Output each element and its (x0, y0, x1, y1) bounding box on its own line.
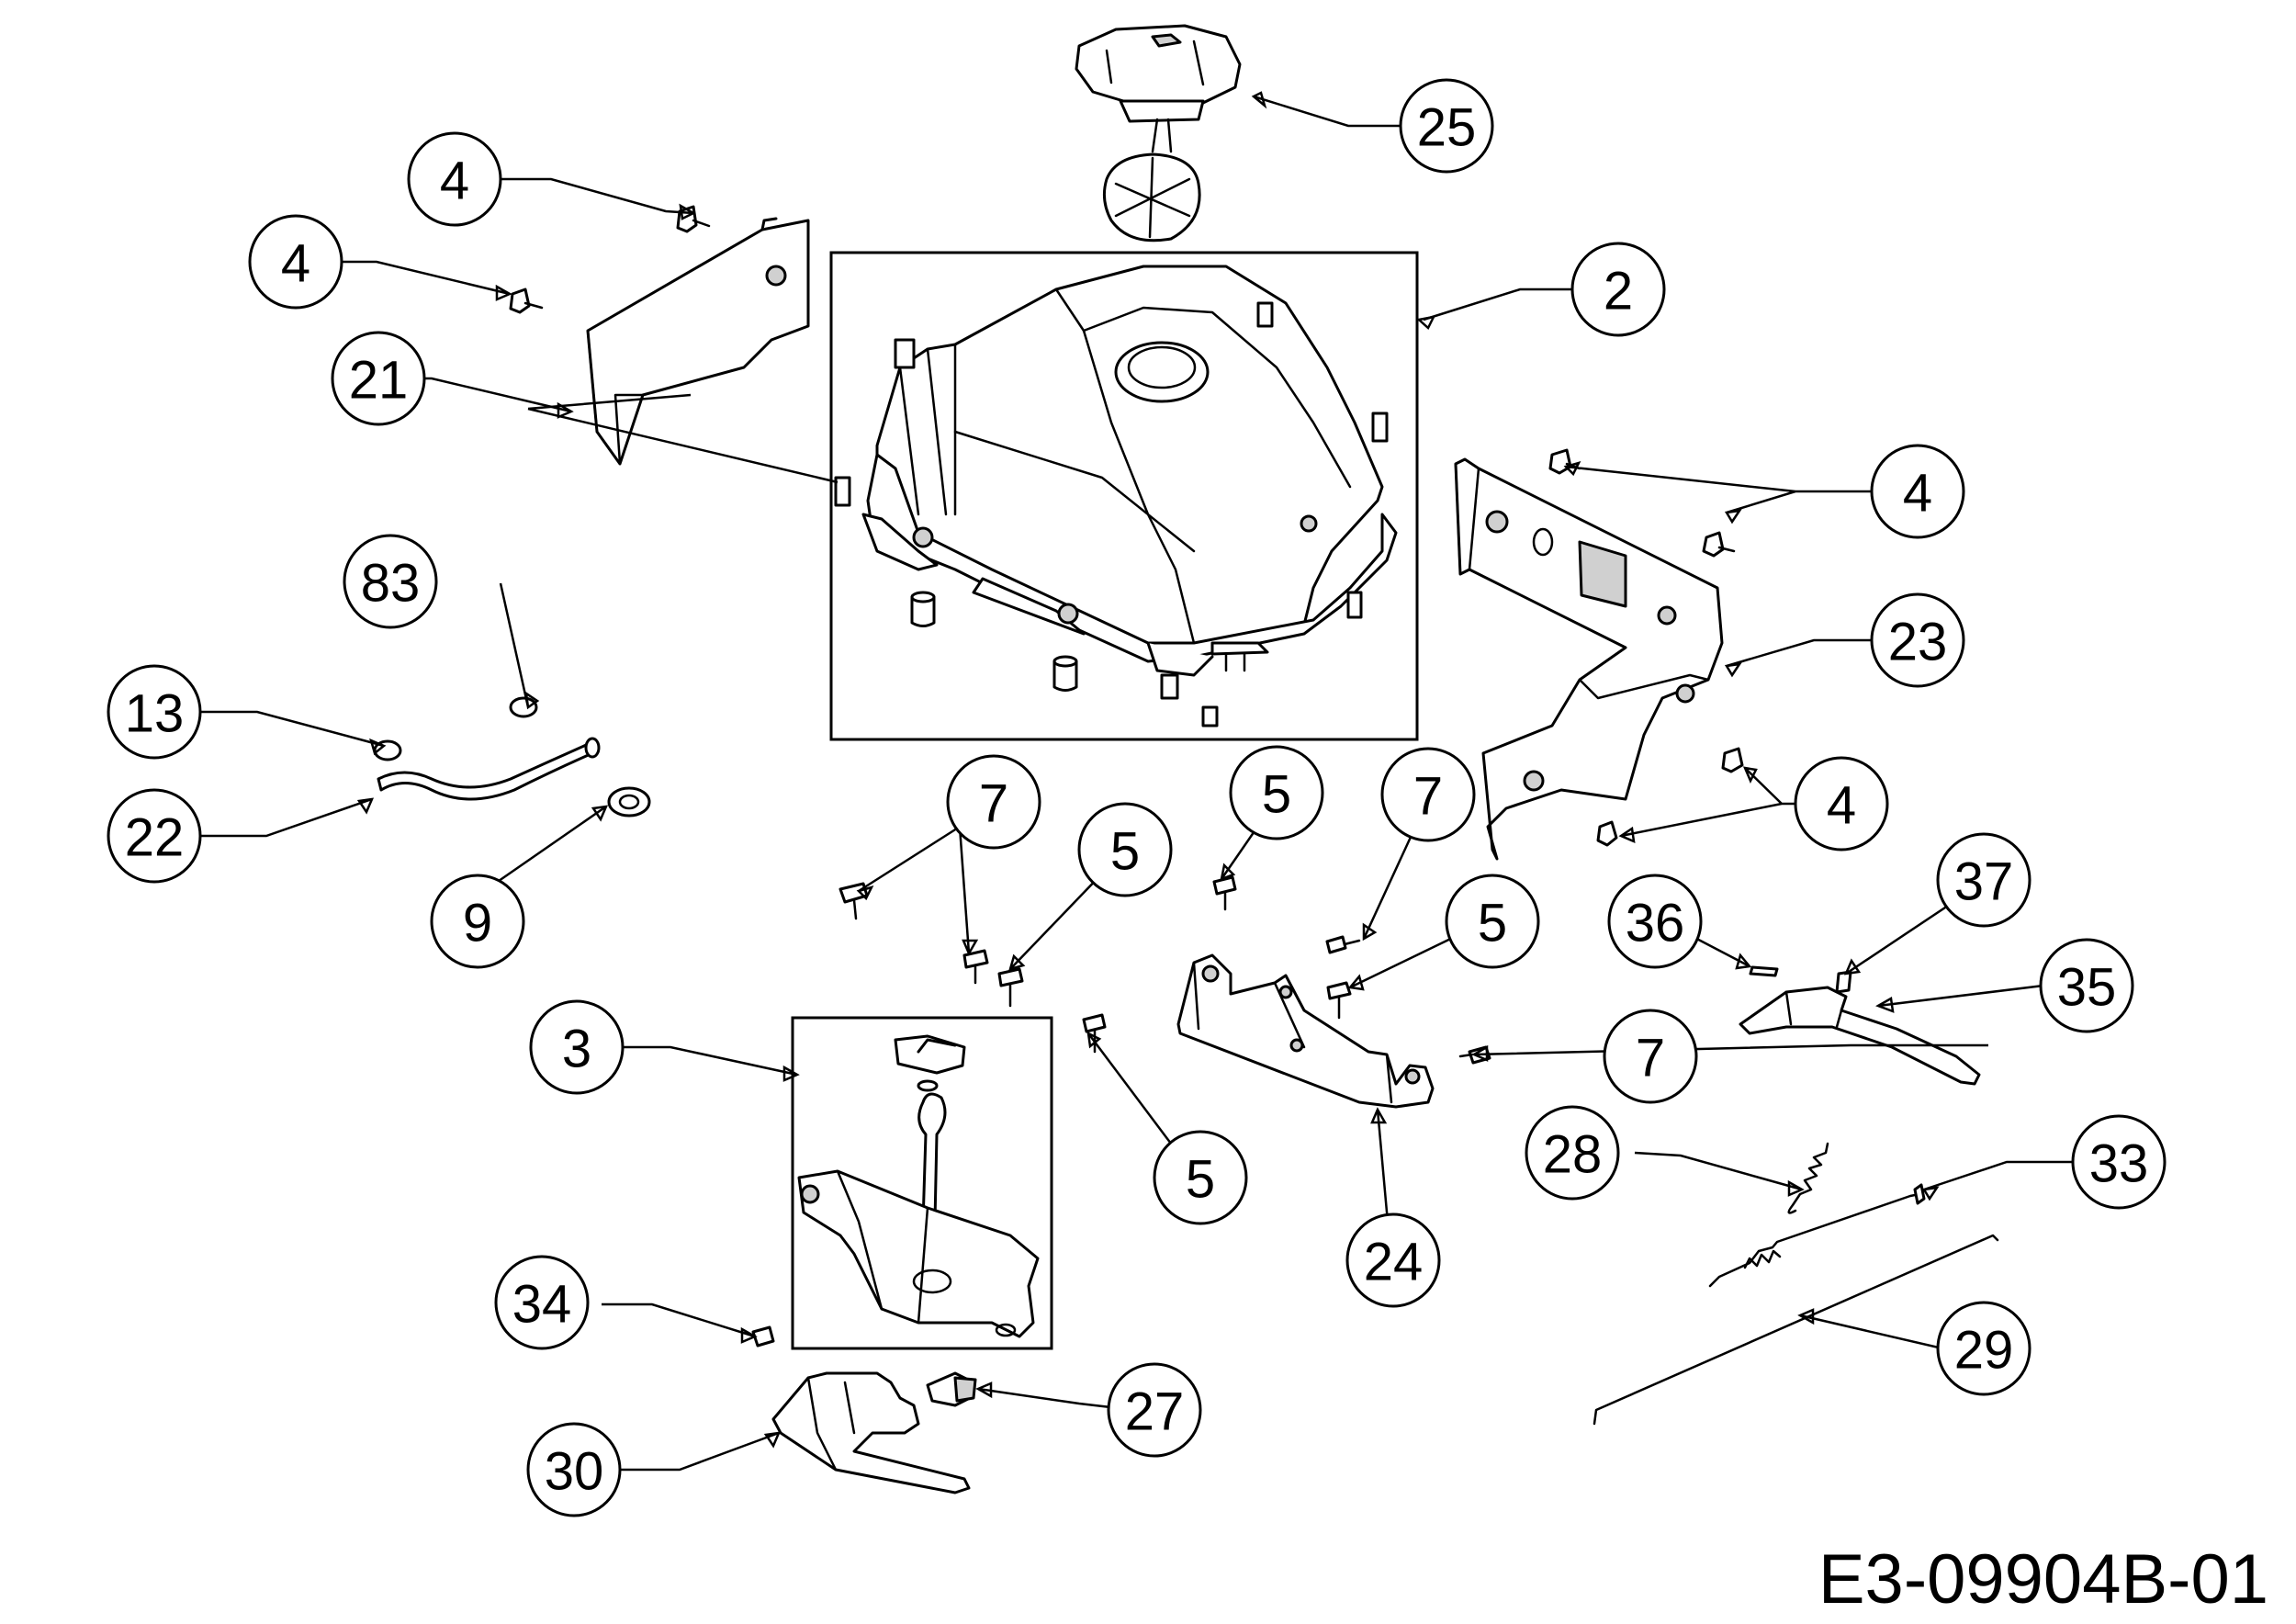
fuel-cap-drawing (1075, 24, 1242, 242)
callout-2: 2 (1570, 242, 1666, 337)
callout-7: 7 (946, 754, 1041, 850)
right-shield-drawing (1454, 457, 1724, 861)
svg-text:22: 22 (125, 808, 185, 868)
callout-22: 22 (107, 788, 202, 884)
callout-27: 27 (1107, 1362, 1202, 1458)
callout-5: 5 (1445, 874, 1540, 969)
callout-5: 5 (1077, 802, 1173, 897)
bracket-group-box (791, 1016, 1053, 1350)
callout-7: 7 (1380, 747, 1476, 842)
callout-23: 23 (1870, 592, 1965, 688)
callouts: 25 4 2 4 21 4 83 23 13 4 22 7 5 7 5 37 9… (107, 78, 2167, 1517)
svg-text:23: 23 (1888, 613, 1948, 672)
callout-4: 4 (248, 214, 343, 310)
svg-text:21: 21 (349, 351, 409, 411)
svg-text:4: 4 (1827, 776, 1856, 836)
callout-7: 7 (1603, 1009, 1698, 1104)
callout-36: 36 (1607, 874, 1703, 969)
callout-25: 25 (1399, 78, 1494, 174)
fuel-hose-drawing (377, 737, 601, 801)
svg-text:83: 83 (361, 554, 421, 614)
throttle-bracket-drawing (797, 1034, 1040, 1338)
svg-text:4: 4 (1903, 464, 1932, 524)
callout-35: 35 (2039, 938, 2134, 1033)
svg-text:4: 4 (440, 152, 469, 211)
svg-text:35: 35 (2057, 958, 2117, 1018)
throttle-lever-drawing (771, 1371, 977, 1494)
svg-text:4: 4 (281, 234, 310, 294)
callout-83: 83 (343, 534, 438, 629)
svg-text:33: 33 (2089, 1134, 2149, 1194)
left-shield-drawing (586, 217, 810, 466)
leader-lines (197, 91, 2076, 1472)
callout-21: 21 (331, 331, 426, 426)
svg-text:28: 28 (1543, 1125, 1603, 1185)
callout-24: 24 (1345, 1212, 1441, 1308)
callout-4: 4 (407, 131, 502, 227)
callout-4: 4 (1870, 444, 1965, 539)
svg-text:7: 7 (1636, 1029, 1665, 1088)
diagram-code: E3-09904B-01 (1818, 1540, 2268, 1618)
svg-text:27: 27 (1125, 1382, 1185, 1442)
callout-33: 33 (2071, 1114, 2167, 1210)
svg-text:2: 2 (1604, 262, 1633, 321)
callout-9: 9 (430, 874, 525, 969)
rods-drawing (1593, 1183, 1999, 1426)
svg-text:7: 7 (1413, 767, 1443, 827)
callout-34: 34 (494, 1255, 590, 1350)
callout-37: 37 (1936, 832, 2032, 928)
svg-text:34: 34 (512, 1275, 572, 1335)
bolt-hardware (373, 205, 1852, 1348)
fuel-tank-drawing (834, 265, 1398, 727)
callout-30: 30 (526, 1422, 622, 1517)
callout-29: 29 (1936, 1301, 2032, 1396)
fuel-tank-group-box (829, 251, 1419, 741)
svg-text:3: 3 (562, 1020, 591, 1079)
svg-text:9: 9 (463, 894, 492, 953)
callout-5: 5 (1153, 1130, 1248, 1225)
svg-text:5: 5 (1110, 822, 1140, 882)
svg-text:13: 13 (125, 684, 185, 744)
svg-text:5: 5 (1262, 765, 1291, 825)
svg-text:5: 5 (1186, 1150, 1215, 1210)
callout-28: 28 (1525, 1105, 1620, 1201)
svg-text:5: 5 (1478, 894, 1507, 953)
bracket-plate-drawing (1176, 953, 1435, 1109)
svg-text:36: 36 (1626, 894, 1685, 953)
control-lever-drawing (1739, 986, 1981, 1086)
callout-3: 3 (529, 999, 625, 1095)
svg-text:29: 29 (1954, 1321, 2014, 1381)
svg-text:24: 24 (1364, 1233, 1424, 1292)
svg-text:37: 37 (1954, 852, 2014, 912)
svg-text:25: 25 (1417, 98, 1477, 158)
callout-13: 13 (107, 664, 202, 760)
callout-4: 4 (1794, 756, 1889, 851)
spring-drawing (1787, 1142, 1829, 1214)
svg-text:7: 7 (979, 774, 1008, 834)
callout-5: 5 (1229, 745, 1324, 840)
svg-text:30: 30 (545, 1442, 604, 1502)
